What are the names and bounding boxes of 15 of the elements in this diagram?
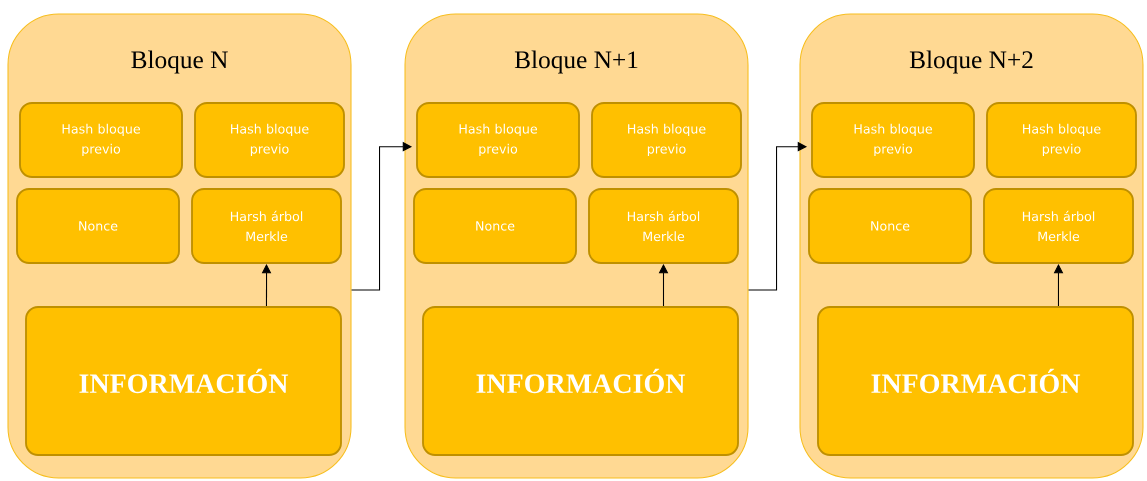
field-box: Harsh árbol Merkle	[588, 188, 739, 264]
field-box: Hash bloque previo	[986, 102, 1137, 178]
field-box: Nonce	[808, 188, 972, 264]
field-box: Harsh árbol Merkle	[191, 188, 342, 264]
field-box: Hash bloque previo	[19, 102, 183, 178]
field-box: Hash bloque previo	[591, 102, 742, 178]
field-box: Nonce	[16, 188, 180, 264]
field-box: Hash bloque previo	[416, 102, 580, 178]
field-box: Nonce	[413, 188, 577, 264]
information-box: INFORMACIÓN	[422, 306, 739, 456]
information-box: INFORMACIÓN	[817, 306, 1134, 456]
field-box: Hash bloque previo	[194, 102, 345, 178]
field-box: Harsh árbol Merkle	[983, 188, 1134, 264]
information-box: INFORMACIÓN	[25, 306, 342, 456]
field-box: Hash bloque previo	[811, 102, 975, 178]
